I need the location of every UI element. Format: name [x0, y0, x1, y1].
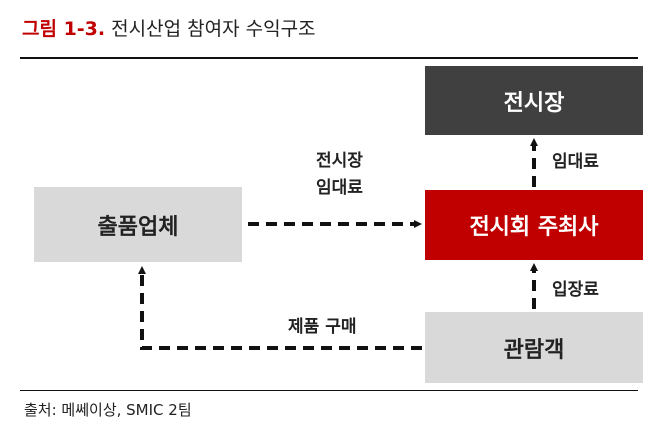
arrow-visitor-to-exhibitor	[138, 266, 422, 350]
product-purchase-label: 제품 구매	[288, 317, 357, 337]
ticket-fee-label: 입장료	[552, 280, 599, 300]
figure-number: 그림 1-3.	[22, 18, 106, 40]
bottom-divider	[20, 390, 638, 391]
organizer-node: 전시회 주최사	[425, 190, 643, 260]
figure-title: 그림 1-3. 전시산업 참여자 수익구조	[22, 14, 316, 41]
rent-fee-label: 임대료	[552, 152, 599, 172]
visitor-node: 관람객	[425, 312, 643, 383]
source-note: 출처: 메쎄이상, SMIC 2팀	[24, 401, 192, 419]
exhibitor-node: 출품업체	[34, 187, 242, 262]
top-divider	[20, 57, 638, 59]
venue-node: 전시장	[425, 66, 643, 135]
figure-caption: 전시산업 참여자 수익구조	[111, 18, 316, 40]
venue-rent-label: 전시장 임대료	[316, 148, 363, 202]
venue-rent-label-line2: 임대료	[316, 178, 363, 198]
venue-rent-label-line1: 전시장	[316, 151, 363, 171]
